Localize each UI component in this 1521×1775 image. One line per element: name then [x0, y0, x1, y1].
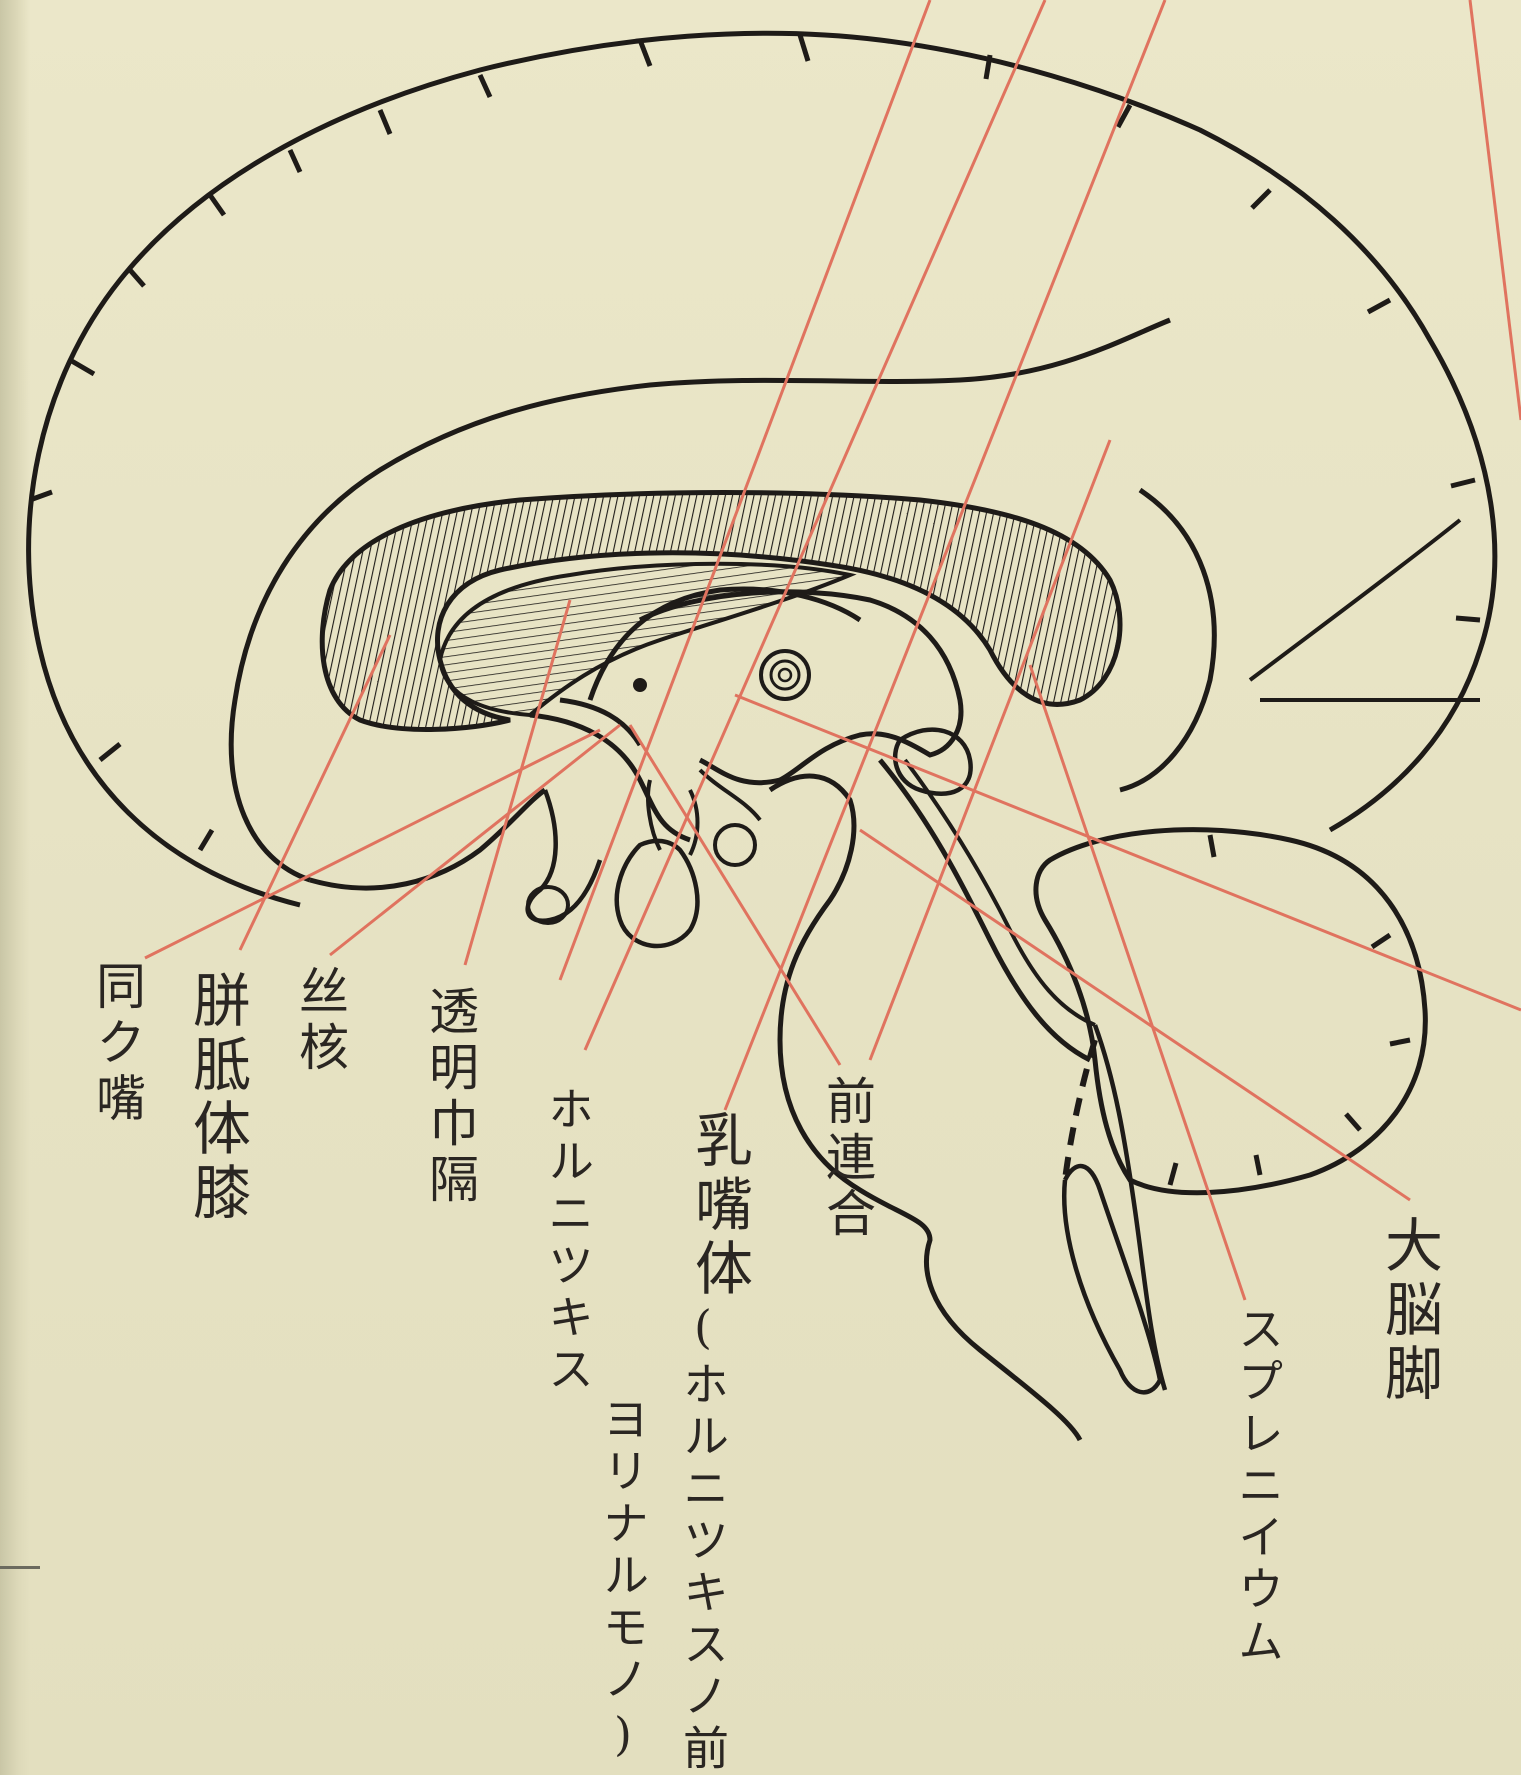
- aqueduct-line: [880, 760, 1090, 1060]
- hypophysis: [617, 841, 698, 946]
- label-kankon: 丝核: [295, 965, 345, 1077]
- label-mamillary-note-2: ヨリナルモノ): [600, 1395, 646, 1767]
- optic-chiasm-stump: [528, 887, 568, 923]
- label-septum-pellucidum: 透明巾隔: [425, 985, 475, 1209]
- label-anterior-commissure: 前連合: [822, 1075, 872, 1243]
- label-mamillary-body: 乳嘴体: [690, 1110, 748, 1302]
- label-cerebral-peduncle: 大脳脚: [1380, 1215, 1438, 1407]
- cerebrum-outline: [29, 33, 1495, 905]
- cerebellum: [1036, 830, 1425, 1193]
- interthalamic-adhesion: [761, 651, 809, 699]
- label-mamillary-note-1: (ホルニツキスノ前脚: [680, 1300, 726, 1775]
- foramen-dot: [633, 678, 647, 692]
- label-doukoushi: 同ク嘴: [92, 960, 142, 1128]
- posterior-gyrus-contour: [1120, 490, 1214, 790]
- calcarine-branch: [1250, 520, 1480, 700]
- gyri-marks: [30, 35, 1480, 850]
- mamillary-body: [715, 825, 755, 865]
- label-splenium: スプレニイウム: [1235, 1305, 1281, 1669]
- label-genu-corpus-callosum: 胼胝体膝: [188, 970, 246, 1226]
- fourth-ventricle-dash: [1065, 1040, 1095, 1180]
- label-fornix: ホルニツキス: [545, 1085, 591, 1397]
